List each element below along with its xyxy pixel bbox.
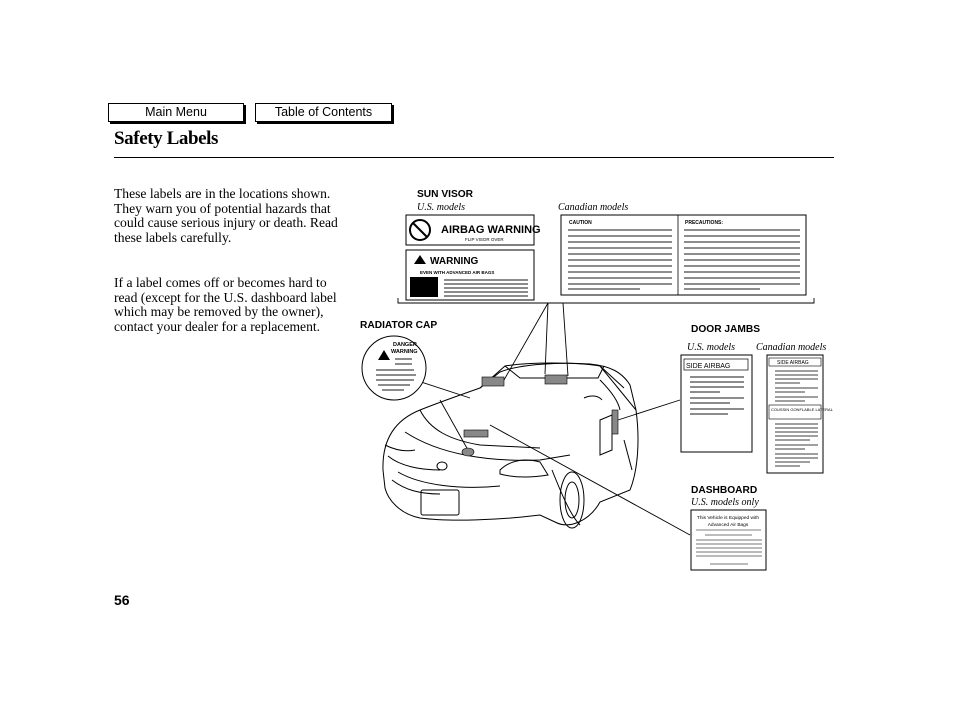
- us-door-jamb-label: SIDE AIRBAG: [681, 355, 752, 452]
- dashboard-label-marker: [464, 430, 488, 437]
- radiator-warning-text: WARNING: [391, 349, 418, 355]
- sun-visor-label-marker: [482, 377, 504, 386]
- airbag-warning-text: AIRBAG WARNING: [441, 224, 541, 236]
- warning-heading-text: WARNING: [430, 256, 479, 267]
- us-airbag-warning-label: AIRBAG WARNING FLIP VISOR OVER: [406, 215, 541, 245]
- radiator-cap-marker: [462, 448, 474, 456]
- sun-visor-label-marker: [545, 375, 567, 384]
- coussin-text: COUSSIN GONFLABLE LATERAL: [771, 407, 834, 412]
- danger-text: DANGER: [393, 342, 417, 348]
- door-jamb-leader-line: [618, 400, 680, 420]
- radiator-cap-label: DANGER WARNING: [362, 336, 426, 400]
- sun-visor-leader-line: [563, 303, 568, 376]
- precautions-text: PRECAUTIONS:: [685, 220, 723, 226]
- door-jamb-label-marker: [612, 410, 618, 434]
- dashboard-leader-line: [490, 425, 690, 535]
- car-illustration: [383, 363, 638, 528]
- advanced-air-bags-text: EVEN WITH ADVANCED AIR BAGS: [420, 270, 494, 275]
- dashboard-label: This Vehicle is Equipped with Advanced A…: [691, 510, 766, 570]
- canadian-door-jamb-label: SIDE AIRBAG COUSSIN GONFLABLE LATERAL: [767, 355, 834, 473]
- us-warning-label: WARNING EVEN WITH ADVANCED AIR BAGS: [406, 250, 534, 300]
- caution-text: CAUTION: [569, 220, 592, 226]
- dashboard-label-line2: Advanced Air Bags: [708, 522, 749, 528]
- side-airbag-text: SIDE AIRBAG: [686, 363, 730, 370]
- canadian-sun-visor-label: CAUTION PRECAUTIONS:: [561, 215, 806, 295]
- flip-visor-text: FLIP VISOR OVER: [465, 237, 504, 242]
- side-airbag-fr-text: SIDE AIRBAG: [777, 360, 809, 366]
- radiator-cap-leader-line: [440, 400, 468, 450]
- dashboard-label-line1: This Vehicle is Equipped with: [697, 515, 759, 521]
- radiator-cap-leader-line: [415, 380, 470, 398]
